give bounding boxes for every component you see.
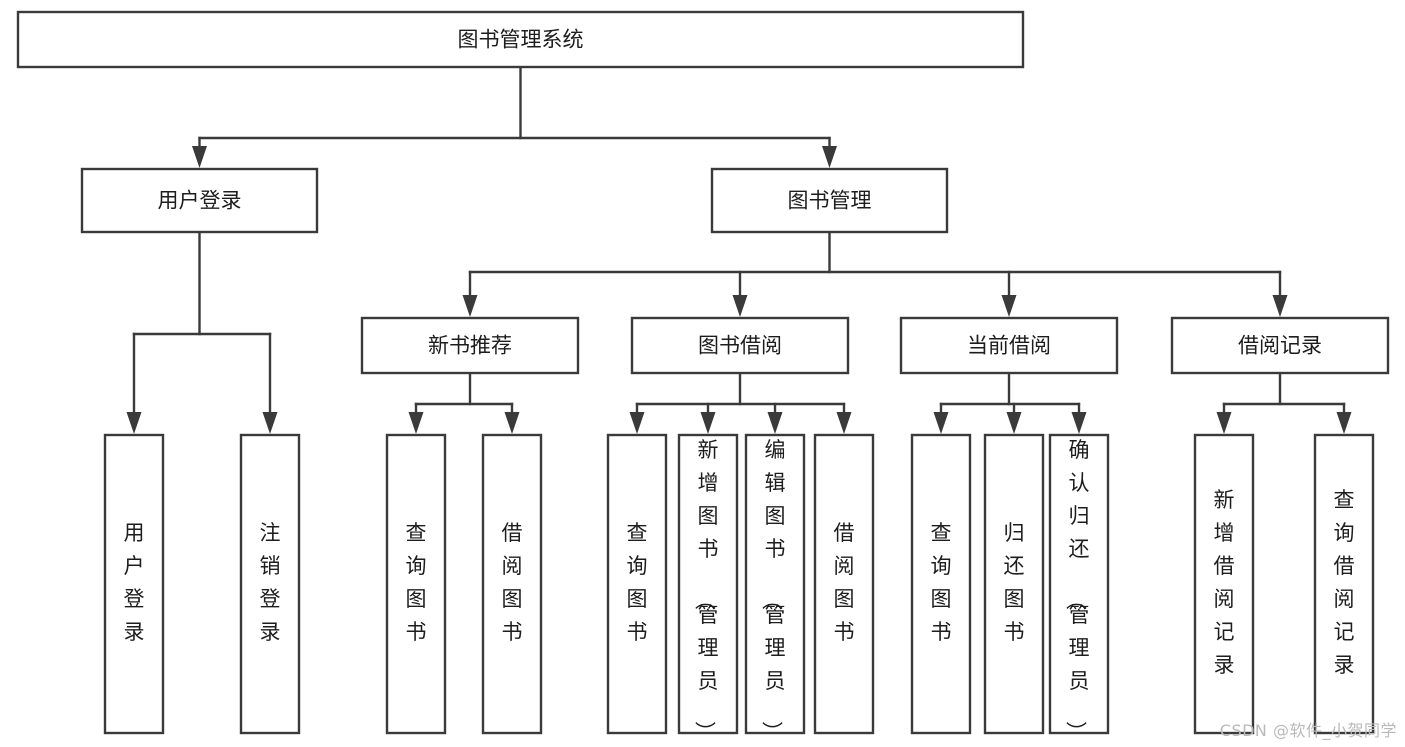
node-label: 归还图书: [1004, 521, 1025, 644]
connector-current: [933, 371, 1087, 434]
node-label: 借阅记录: [1238, 334, 1322, 358]
connector-records: [1216, 371, 1352, 434]
node-leaf-user-logout[interactable]: 注销登录: [239, 433, 301, 735]
node-label: 新书推荐: [428, 334, 512, 358]
node-leaf-record-query[interactable]: 查询借阅记录: [1313, 433, 1375, 735]
node-leaf-new-borrow[interactable]: 借阅图书: [481, 433, 543, 735]
node-label: 新增图书（管理员）: [693, 438, 719, 742]
node-label: 编辑图书（管理员）: [760, 438, 786, 742]
node-leaf-borrow-do[interactable]: 借阅图书: [813, 433, 875, 735]
node-leaf-current-confirm[interactable]: 确认归还（管理员）: [1048, 433, 1110, 742]
node-label: 查询图书: [406, 521, 427, 644]
node-leaf-current-return[interactable]: 归还图书: [983, 433, 1045, 735]
node-leaf-borrow-edit[interactable]: 编辑图书（管理员）: [744, 433, 806, 742]
node-label: 当前借阅: [967, 334, 1051, 358]
node-leaf-new-query[interactable]: 查询图书: [385, 433, 447, 735]
node-layer: 图书管理系统用户登录图书管理新书推荐图书借阅当前借阅借阅记录用户登录注销登录查询…: [16, 10, 1390, 742]
node-label: 用户登录: [158, 189, 242, 213]
node-records[interactable]: 借阅记录: [1170, 316, 1390, 375]
connector-login: [126, 230, 278, 434]
connector-newbook: [408, 371, 520, 434]
connector-borrow: [629, 371, 852, 434]
node-newbook[interactable]: 新书推荐: [360, 316, 580, 375]
node-label: 确认归还（管理员）: [1064, 438, 1090, 742]
node-leaf-record-add[interactable]: 新增借阅记录: [1193, 433, 1255, 735]
node-label: 图书管理: [788, 189, 872, 213]
node-label: 注销登录: [260, 521, 281, 644]
node-current[interactable]: 当前借阅: [899, 316, 1119, 375]
node-label: 图书管理系统: [458, 28, 584, 52]
node-leaf-borrow-query[interactable]: 查询图书: [606, 433, 668, 735]
node-leaf-user-login[interactable]: 用户登录: [103, 433, 165, 735]
node-leaf-borrow-add[interactable]: 新增图书（管理员）: [677, 433, 739, 742]
node-leaf-current-query[interactable]: 查询图书: [910, 433, 972, 735]
node-label: 借阅图书: [502, 521, 523, 644]
connector-bookmgmt: [462, 230, 1288, 317]
node-label: 查询图书: [931, 521, 952, 644]
node-label: 图书借阅: [698, 334, 782, 358]
node-label: 新增借阅记录: [1214, 488, 1235, 677]
connector-layer: [126, 65, 1352, 434]
connector-root: [192, 65, 837, 168]
node-label: 借阅图书: [834, 521, 855, 644]
node-bookmgmt[interactable]: 图书管理: [710, 167, 949, 234]
node-borrow[interactable]: 图书借阅: [630, 316, 850, 375]
node-label: 查询借阅记录: [1334, 488, 1355, 677]
node-label: 查询图书: [627, 521, 648, 644]
node-label: 用户登录: [124, 521, 145, 644]
node-root[interactable]: 图书管理系统: [16, 10, 1025, 69]
node-login[interactable]: 用户登录: [80, 167, 319, 234]
